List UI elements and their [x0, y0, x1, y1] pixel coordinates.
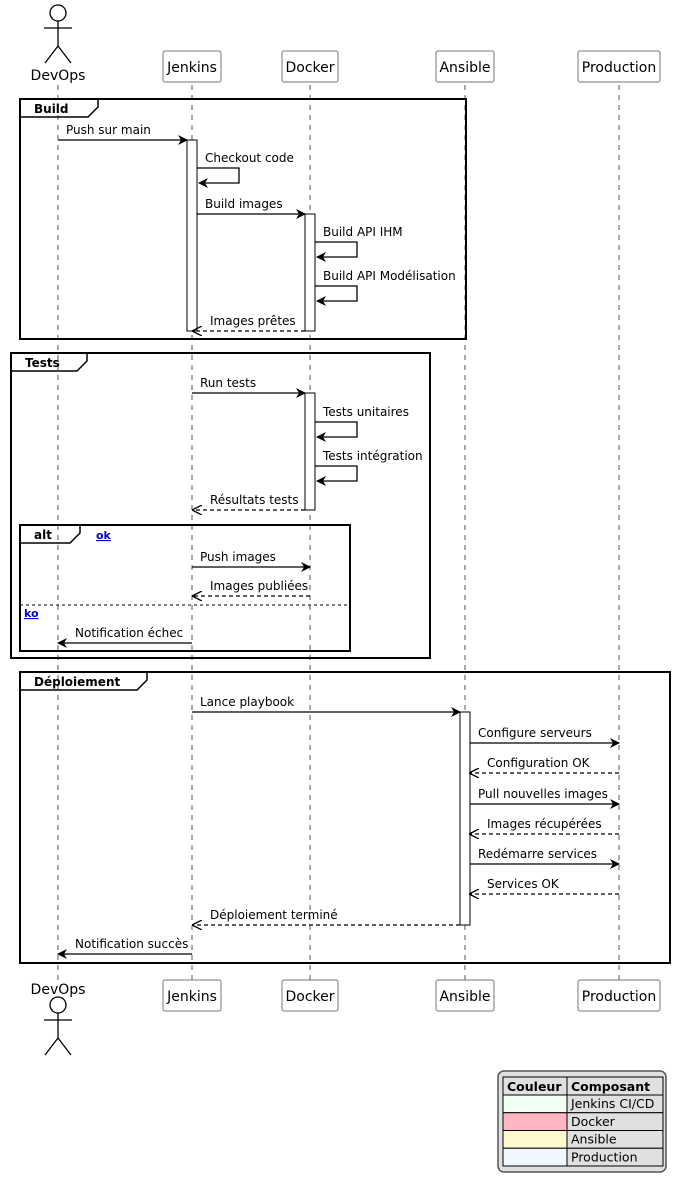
legend-header-component: Composant [571, 1079, 650, 1094]
message-8-arrow [315, 421, 358, 442]
message-5-arrow [315, 285, 358, 306]
message-22-label: Notification succès [75, 937, 188, 951]
activation-jenkins-build [186, 139, 198, 332]
message-6-label: Images prêtes [210, 314, 296, 328]
frame-tests-label: Tests [25, 356, 60, 370]
message-4-label: Build API IHM [323, 225, 403, 239]
message-4-arrow [315, 241, 358, 262]
message-13-label: Notification échec [75, 626, 183, 640]
frame-alt-label: alt [34, 528, 52, 542]
participant-box-ansible-top [435, 50, 495, 83]
frame-tests [10, 352, 431, 659]
message-19-label: Redémarre services [478, 847, 597, 861]
legend-row-label-1: Jenkins CI/CD [570, 1096, 654, 1111]
message-7-label: Run tests [200, 376, 256, 390]
legend-swatch-3 [502, 1130, 568, 1149]
frame-build-tab [20, 99, 99, 118]
message-9-label: Tests intégration [322, 449, 423, 463]
legend-row-label-2: Docker [571, 1114, 616, 1129]
participant-label-ansible-top: Ansible [439, 60, 490, 76]
participant-label-devops-bottom: DevOps [31, 982, 86, 998]
frame-deploy [19, 671, 671, 964]
legend [497, 1070, 667, 1173]
alt-guard-ok: ok [96, 529, 112, 542]
activation-ansible-deploy [459, 711, 471, 926]
message-9-arrow [315, 465, 358, 486]
legend-cell-4 [566, 1147, 664, 1167]
frame-build [19, 98, 467, 340]
alt-guard-ko: ko [24, 607, 39, 620]
frame-deploy-label: Déploiement [34, 675, 120, 689]
message-21-label: Déploiement terminé [210, 908, 338, 922]
participant-label-production-bottom: Production [582, 989, 656, 1005]
participant-label-docker-top: Docker [285, 60, 334, 76]
message-15-label: Configure serveurs [478, 726, 592, 740]
participant-label-production-top: Production [582, 60, 656, 76]
actor-icon-bottom [44, 996, 72, 1056]
participant-label-devops: DevOps [31, 68, 86, 84]
message-3-label: Build images [205, 197, 283, 211]
activation-docker-tests [304, 392, 316, 511]
message-1-label: Push sur main [66, 123, 151, 137]
participant-label-jenkins-top: Jenkins [166, 60, 217, 76]
message-12-label: Images publiées [210, 579, 308, 593]
frame-build-label: Build [34, 102, 69, 116]
frame-alt [19, 524, 351, 652]
message-8-label: Tests unitaires [322, 405, 409, 419]
legend-row-label-3: Ansible [571, 1132, 617, 1147]
message-16-label: Configuration OK [487, 756, 591, 770]
message-20-label: Services OK [487, 877, 560, 891]
legend-swatch-4 [502, 1147, 568, 1167]
message-11-label: Push images [200, 550, 276, 564]
participant-label-jenkins-bottom: Jenkins [166, 989, 217, 1005]
activation-docker-build [304, 213, 316, 332]
participant-label-ansible-bottom: Ansible [439, 989, 490, 1005]
participant-box-jenkins-bottom [162, 979, 222, 1012]
message-2-arrow [197, 167, 240, 188]
message-5-label: Build API Modélisation [323, 269, 456, 283]
participant-box-production-top [577, 50, 661, 83]
frame-deploy-tab [20, 672, 148, 691]
participant-box-production-bottom [577, 979, 661, 1012]
message-18-label: Images récupérées [487, 817, 602, 831]
message-10-label: Résultats tests [210, 493, 299, 507]
participant-label-docker-bottom: Docker [285, 989, 334, 1005]
message-17-label: Pull nouvelles images [478, 787, 608, 801]
legend-swatch-2 [502, 1112, 568, 1131]
message-2-label: Checkout code [205, 151, 294, 165]
participant-box-docker-bottom [281, 979, 339, 1012]
participant-box-docker-top [281, 50, 339, 83]
message-14-label: Lance playbook [200, 695, 294, 709]
legend-header-color: Couleur [507, 1079, 562, 1094]
participant-box-jenkins-top [162, 50, 222, 83]
participant-box-ansible-bottom [435, 979, 495, 1012]
frame-tests-tab [11, 353, 88, 372]
actor-icon-top [44, 4, 72, 64]
legend-row-label-4: Production [571, 1149, 638, 1164]
legend-swatch-1 [502, 1094, 568, 1114]
frame-alt-tab [20, 525, 81, 544]
